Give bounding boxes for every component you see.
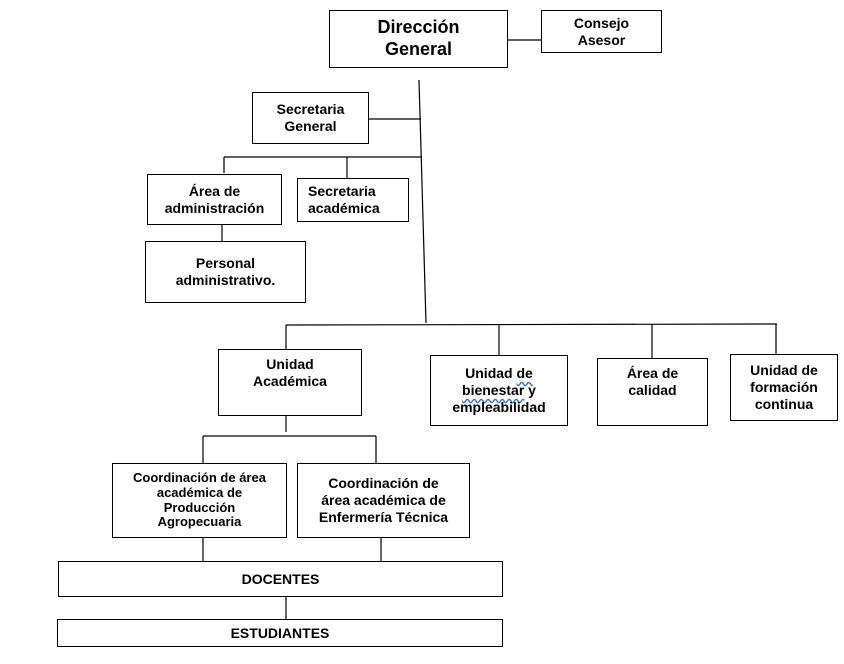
node-label: ESTUDIANTES bbox=[230, 624, 330, 641]
node-secretaria-academica: Secretaria académica bbox=[297, 178, 409, 222]
node-unidad-academica: Unidad Académica bbox=[218, 349, 362, 416]
node-unidad-formacion: Unidad de formación continua bbox=[730, 354, 838, 421]
node-coord-enfermeria: Coordinación de área académica de Enferm… bbox=[297, 463, 470, 538]
node-area-calidad: Área de calidad bbox=[597, 358, 708, 426]
node-label: Coordinación de área académica de Produc… bbox=[133, 469, 266, 530]
node-personal-administrativo: Personal administrativo. bbox=[145, 241, 306, 303]
node-consejo-asesor: Consejo Asesor bbox=[541, 10, 662, 53]
node-unidad-bienestar: Unidad de bienestar y empleabilidad bbox=[430, 355, 568, 426]
node-label: Personal administrativo. bbox=[175, 255, 276, 288]
node-label: Área de calidad bbox=[626, 365, 679, 398]
node-label: Unidad de formación continua bbox=[750, 362, 818, 412]
node-label: Área de administración bbox=[164, 182, 265, 216]
node-label: Consejo Asesor bbox=[573, 14, 630, 48]
node-label: Secretaria académica bbox=[308, 183, 380, 216]
node-label: Coordinación de área académica de Enferm… bbox=[318, 475, 449, 525]
node-coord-produccion: Coordinación de área académica de Produc… bbox=[112, 463, 287, 538]
node-label: Unidad Académica bbox=[253, 356, 327, 389]
node-direccion-general: Dirección General bbox=[329, 10, 508, 68]
node-label: Dirección General bbox=[377, 17, 460, 59]
node-docentes: DOCENTES bbox=[58, 561, 503, 597]
node-secretaria-general: Secretaria General bbox=[252, 92, 369, 144]
node-label: Unidad de bienestar y empleabilidad bbox=[452, 365, 546, 415]
node-label: Secretaria General bbox=[276, 101, 345, 134]
node-area-administracion: Área de administración bbox=[147, 174, 282, 225]
node-estudiantes: ESTUDIANTES bbox=[57, 619, 503, 647]
node-label: DOCENTES bbox=[241, 570, 320, 587]
